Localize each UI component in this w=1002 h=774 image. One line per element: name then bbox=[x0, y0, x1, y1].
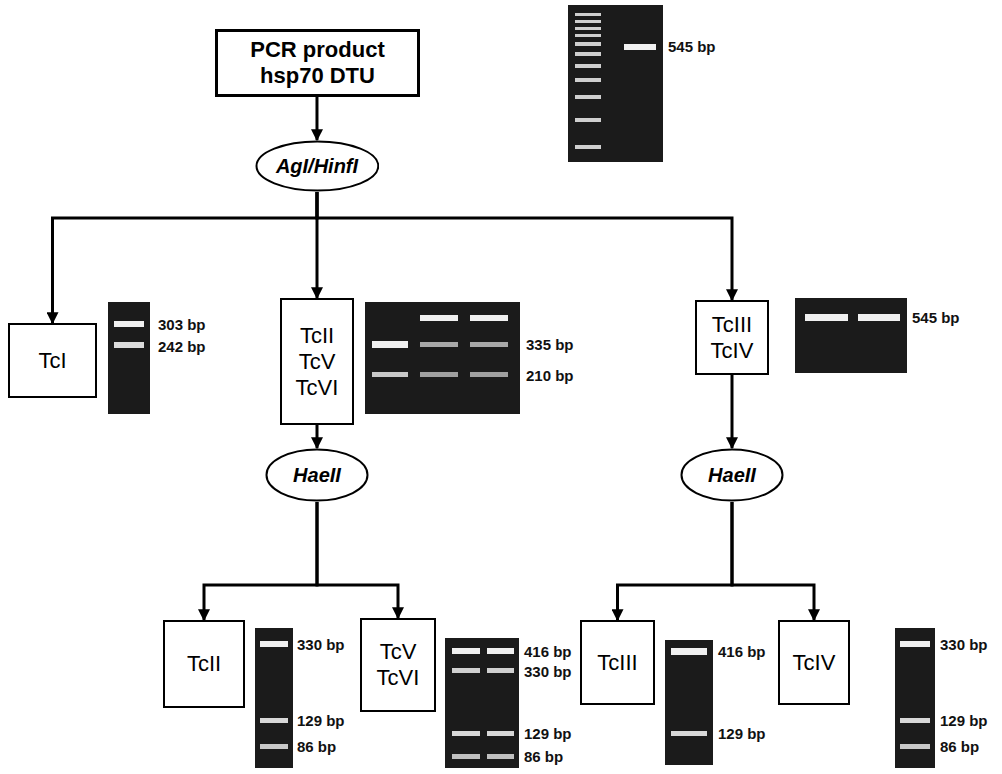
process-box: TcIII TcIV bbox=[695, 300, 769, 375]
enzyme-name: AgI/HinfI bbox=[276, 154, 358, 178]
process-box: TcIII bbox=[580, 620, 655, 705]
process-box: TcV TcVI bbox=[360, 618, 436, 712]
box-label: TcIV bbox=[793, 650, 836, 676]
enzyme-name: HaeII bbox=[293, 463, 341, 487]
gel-image bbox=[365, 302, 520, 414]
band-size-label: 330 bp bbox=[524, 663, 572, 681]
band-size-label: 335 bp bbox=[526, 336, 574, 354]
gel-image bbox=[895, 628, 935, 768]
band-size-label: 545 bp bbox=[912, 309, 960, 327]
flow-arrow bbox=[731, 375, 734, 448]
band-size-label: 210 bp bbox=[526, 367, 574, 385]
band-size-label: 129 bp bbox=[297, 712, 345, 730]
band-size-label: 545 bp bbox=[668, 38, 716, 56]
flow-arrow bbox=[204, 502, 317, 620]
gel-image bbox=[255, 628, 293, 768]
box-label: TcIII TcIV bbox=[711, 312, 754, 364]
band-size-label: 303 bp bbox=[158, 316, 206, 334]
process-box: PCR product hsp70 DTU bbox=[215, 29, 420, 97]
flow-arrow bbox=[315, 97, 318, 141]
flow-arrow bbox=[317, 502, 398, 618]
enzyme-ellipse: HaeII bbox=[265, 448, 369, 502]
box-label: TcIII bbox=[597, 650, 637, 676]
process-box: TcIV bbox=[778, 620, 850, 705]
box-label: TcV TcVI bbox=[377, 639, 420, 691]
flow-arrow bbox=[317, 192, 732, 300]
band-size-label: 330 bp bbox=[940, 636, 988, 654]
box-label: PCR product hsp70 DTU bbox=[243, 37, 393, 89]
flow-arrow bbox=[732, 502, 814, 620]
band-size-label: 330 bp bbox=[297, 636, 345, 654]
enzyme-name: HaeII bbox=[708, 463, 756, 487]
gel-image bbox=[568, 5, 663, 162]
band-size-label: 129 bp bbox=[940, 712, 988, 730]
box-label: TcII TcV TcVI bbox=[296, 323, 339, 401]
flow-arrow bbox=[618, 502, 733, 620]
process-box: TcII TcV TcVI bbox=[280, 298, 354, 425]
band-size-label: 86 bp bbox=[940, 738, 979, 756]
flow-arrow bbox=[53, 192, 317, 323]
band-size-label: 129 bp bbox=[524, 725, 572, 743]
band-size-label: 129 bp bbox=[718, 725, 766, 743]
box-label: TcII bbox=[187, 651, 221, 677]
gel-image bbox=[445, 638, 519, 768]
gel-image bbox=[108, 302, 150, 414]
band-size-label: 242 bp bbox=[158, 338, 206, 356]
enzyme-ellipse: AgI/HinfI bbox=[255, 140, 380, 192]
enzyme-ellipse: HaeII bbox=[680, 448, 784, 502]
process-box: TcI bbox=[8, 323, 97, 398]
box-label: TcI bbox=[38, 348, 66, 374]
gel-image bbox=[795, 298, 907, 373]
gel-image bbox=[665, 640, 713, 765]
band-size-label: 416 bp bbox=[718, 643, 766, 661]
band-size-label: 86 bp bbox=[524, 748, 563, 766]
process-box: TcII bbox=[163, 620, 245, 708]
band-size-label: 86 bp bbox=[297, 738, 336, 756]
band-size-label: 416 bp bbox=[524, 643, 572, 661]
flow-arrow bbox=[316, 425, 319, 448]
